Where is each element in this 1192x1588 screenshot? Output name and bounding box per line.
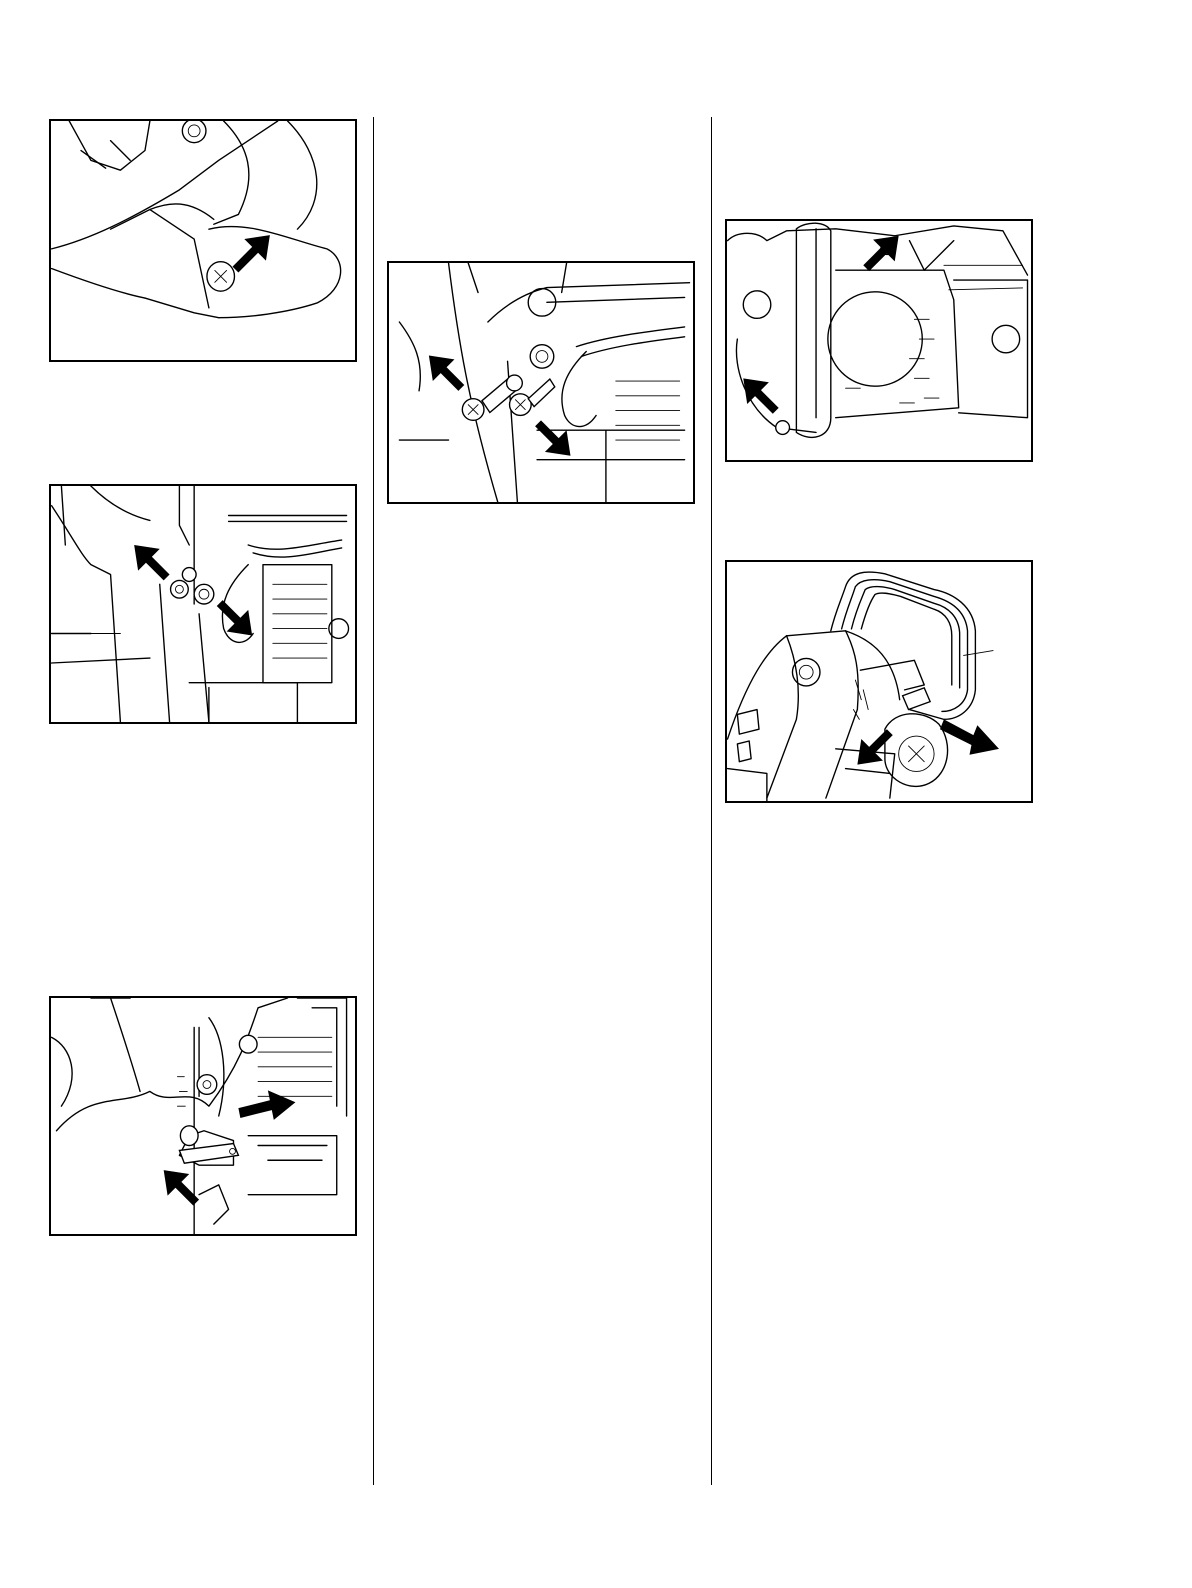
illustration-bracket <box>51 998 355 1234</box>
figure-handlebar-removal <box>725 560 1033 803</box>
arrow-icon <box>743 378 778 413</box>
arrow-icon <box>238 1090 295 1120</box>
column-divider-right <box>711 117 712 1485</box>
figure-handlebar-screws <box>725 219 1033 462</box>
figure-screws-removed <box>387 261 695 504</box>
illustration-carburetor <box>51 486 355 722</box>
arrow-icon <box>535 420 570 455</box>
arrow-icon <box>857 729 892 764</box>
column-divider-left <box>373 117 374 1485</box>
arrow-icon <box>233 235 270 272</box>
arrow-icon <box>429 355 464 390</box>
illustration-muffler <box>51 121 355 360</box>
illustration-screws <box>389 263 693 502</box>
illustration-handlebar-screws <box>727 221 1031 460</box>
illustration-handlebar-removal <box>727 562 1031 801</box>
figure-carburetor-screws <box>49 484 357 724</box>
figure-muffler-screw <box>49 119 357 362</box>
arrow-icon <box>940 719 999 754</box>
arrow-icon <box>134 545 169 580</box>
figure-bracket-removal <box>49 996 357 1236</box>
arrow-icon <box>863 236 898 271</box>
